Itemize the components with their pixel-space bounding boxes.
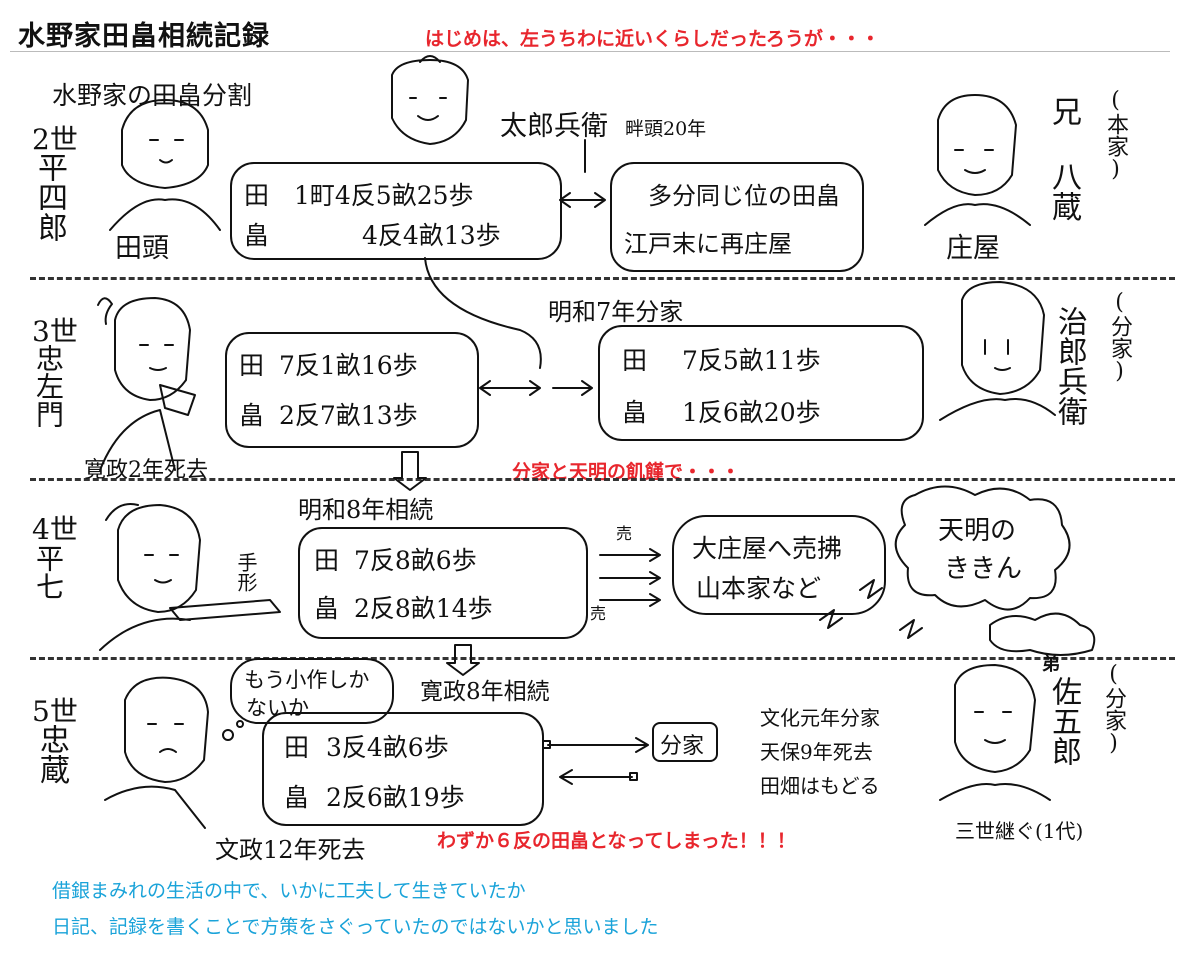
gen3-land-box: 田 7反1畝16歩 畠 2反7畝13歩 [225, 332, 479, 448]
gen5-name: 忠蔵 [34, 724, 69, 784]
gen2-name: 平四郎 [32, 152, 67, 242]
arrow-gen3-left [479, 380, 541, 396]
portrait-hachizo [924, 94, 1031, 226]
arrow-from-branch [559, 769, 633, 785]
younger-label: 弟 [1042, 654, 1060, 675]
arrow-sell-1 [599, 548, 661, 562]
gen5-death: 文政12年死去 [215, 836, 366, 864]
jirobee-name: 治郎兵衛 [1052, 306, 1087, 426]
title-rule [10, 51, 1170, 52]
hachizo-role: 庄屋 [946, 233, 1000, 264]
branch-box: 分家 [652, 722, 718, 762]
gen3-label: 3世 [32, 315, 78, 348]
sell-mark-bottom: 売 [590, 604, 607, 623]
gen4-label: 4世 [32, 513, 78, 546]
gen4-name: 平七 [32, 544, 65, 600]
jirobee-ta-label: 田 [622, 346, 648, 375]
divider-gen3-gen4 [30, 478, 1175, 481]
arrow-gen4-to-gen5 [446, 644, 480, 676]
jirobee-ta-value: 7反5畝11歩 [682, 346, 821, 375]
hachizo-branch: (本家) [1103, 88, 1128, 182]
arrow-gen3-right [552, 380, 593, 396]
inherit-event-meiwa8: 明和8年相続 [298, 496, 434, 524]
gen4-land-box: 田 7反8畝6歩 畠 2反8畝14歩 [298, 527, 588, 639]
jirobee-land-box: 田 7反5畝11歩 畠 1反6畝20歩 [598, 325, 924, 441]
gen2-label: 2世 [32, 123, 78, 156]
gen5-ta-label: 田 [284, 733, 310, 762]
tarobee-note: 畔頭20年 [625, 118, 707, 140]
famine-line-2: ききん [944, 554, 1023, 584]
tarobee-box-line-2: 江戸末に再庄屋 [624, 230, 792, 258]
portrait-heishichi [99, 503, 281, 651]
sell-mark-top: 売 [616, 524, 633, 543]
branch-box-label: 分家 [660, 734, 705, 759]
portrait-chuzo [104, 676, 244, 829]
thought-line-1: もう小作しか [244, 668, 370, 692]
note-bottom: わずか６反の田畠となってしまった！！！ [437, 830, 796, 852]
inherit-event-kansei8: 寛政8年相続 [420, 679, 550, 705]
sold-box: 大庄屋へ売拂 山本家など [672, 515, 886, 615]
gen3-name: 忠左門 [32, 344, 65, 428]
sagoro-name: 佐五郎 [1046, 676, 1081, 766]
summary-line-1: 借銀まみれの生活の中で、いかに工夫して生きていたか [52, 880, 526, 902]
gen4-hata-value: 2反8畝14歩 [354, 594, 493, 623]
note-middle: 分家と天明の飢饉で・・・ [512, 461, 741, 483]
divider-gen2-gen3 [30, 277, 1175, 280]
arrow-gen2-to-branch [424, 257, 542, 369]
gen3-ta-label: 田 [239, 351, 265, 380]
page-title: 水野家田畠相続記録 [18, 21, 270, 52]
gen3-hata-value: 2反7畝13歩 [279, 401, 418, 430]
sold-box-line-1: 大庄屋へ売拂 [692, 534, 843, 563]
jirobee-tag: (分家) [1107, 290, 1132, 384]
sold-box-line-2: 山本家など [696, 574, 822, 603]
note-top: はじめは、左うちわに近いくらしだったろうが・・・ [425, 28, 880, 50]
branch-note-3: 田畑はもどる [760, 774, 880, 798]
branch-event-meiwa7: 明和7年分家 [548, 298, 684, 326]
sagoro-note: 三世継ぐ(1代) [955, 819, 1084, 843]
gen3-hata-label: 畠 [239, 401, 265, 430]
portrait-heishiro [109, 99, 221, 231]
divider-gen4-gen5 [30, 657, 1175, 660]
gen3-ta-value: 7反1畝16歩 [279, 351, 418, 380]
section-heading: 水野家の田畠分割 [52, 81, 253, 110]
gen5-ta-value: 3反4畝6歩 [326, 733, 449, 762]
summary-line-2: 日記、記録を書くことで方策をさぐっていたのではないかと思いました [52, 916, 659, 938]
jirobee-hata-label: 畠 [622, 398, 648, 427]
arrow-sell-3 [599, 593, 661, 607]
gen2-hata-label: 畠 [244, 221, 270, 250]
jirobee-hata-value: 1反6畝20歩 [682, 398, 821, 427]
portrait-jirobee [939, 281, 1056, 421]
arrow-to-branch [547, 737, 649, 753]
gen3-death: 寛政2年死去 [84, 458, 208, 483]
gen2-hata-value: 4反4畝13歩 [362, 221, 501, 250]
gen2-role: 田頭 [115, 233, 169, 264]
gen5-hata-value: 2反6畝19歩 [326, 783, 465, 812]
arrow-tail-marker-2 [629, 772, 638, 781]
gen2-ta-label: 田 [244, 181, 270, 210]
gen4-tool: 手形 [234, 552, 258, 592]
portrait-chuzaemon [97, 297, 196, 471]
gen2-ta-value: 1町4反5畝25歩 [294, 181, 474, 210]
arrow-sell-2 [599, 571, 661, 585]
sagoro-tag: (分家) [1101, 662, 1126, 756]
gen4-ta-label: 田 [314, 546, 340, 575]
tarobee-box: 多分同じ位の田畠 江戸末に再庄屋 [610, 162, 864, 272]
branch-note-1: 文化元年分家 [760, 706, 880, 730]
gen4-ta-value: 7反8畝6歩 [354, 546, 477, 575]
portrait-sagoro [939, 664, 1051, 801]
branch-note-2: 天保9年死去 [760, 740, 873, 764]
famine-line-1: 天明の [938, 516, 1017, 546]
portrait-tarobee [391, 55, 469, 145]
gen2-land-box: 田 1町4反5畝25歩 畠 4反4畝13歩 [230, 162, 562, 260]
tarobee-name: 太郎兵衛 [500, 111, 608, 142]
arrow-gen2-siblings [559, 192, 606, 208]
gen5-hata-label: 畠 [284, 783, 310, 812]
gen4-hata-label: 畠 [314, 594, 340, 623]
tarobee-box-line-1: 多分同じ位の田畠 [648, 182, 840, 210]
hachizo-name: 兄 八蔵 [1046, 96, 1081, 221]
gen5-land-box: 田 3反4畝6歩 畠 2反6畝19歩 [262, 712, 544, 826]
gen5-label: 5世 [32, 695, 78, 728]
arrow-gen3-to-gen4 [393, 451, 427, 491]
